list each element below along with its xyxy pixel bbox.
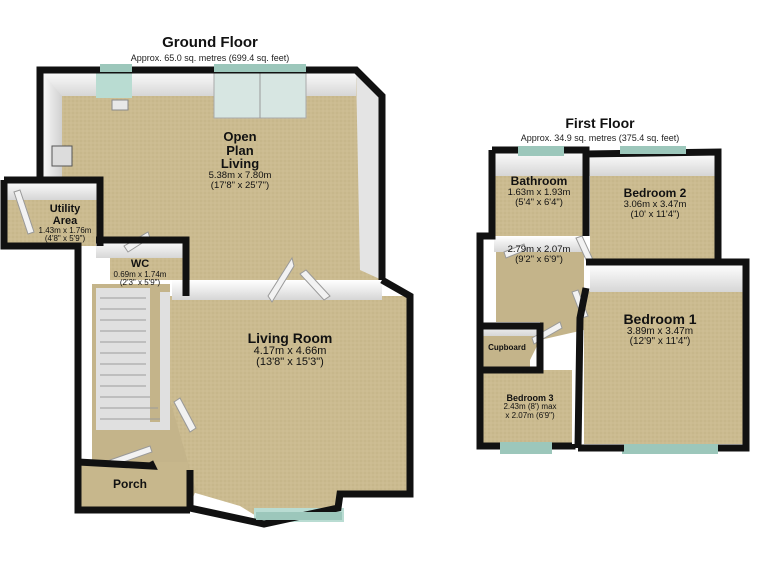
ff-door-4: [503, 243, 527, 259]
room-bedroom2-dim-imperial: (10' x 11'4"): [630, 208, 680, 220]
room-utility-name-2: Area: [52, 214, 78, 227]
room-wc-name: WC: [130, 258, 150, 270]
ground-floor-title: Ground Floor: [162, 34, 258, 51]
door-4: [173, 397, 197, 433]
utility-wall: [4, 176, 104, 246]
ff-cupboard-wall: [480, 322, 544, 374]
room-bedroom1-dim-imperial: (12'9" x 11'4"): [629, 336, 691, 348]
first-floor-plan: [476, 146, 750, 454]
room-porch: Porch: [100, 478, 160, 491]
bedroom3-floor: [478, 370, 572, 444]
ff-mid-wall-face: [590, 264, 744, 292]
bathroom-floor: [494, 174, 584, 236]
outer-wall-north: [36, 66, 386, 280]
porch-floor: [78, 462, 190, 508]
open-plan-floor: [42, 78, 382, 280]
room-cupboard-name: Cupboard: [488, 343, 526, 352]
door-6: [13, 189, 35, 235]
room-living-dim-imperial: (13'8" x 15'3"): [256, 356, 324, 369]
window-bay-s: [256, 512, 342, 520]
room-utility-dim-imperial: (4'8" x 5'9"): [44, 234, 86, 244]
room-utility-name-1: Utility: [49, 203, 81, 215]
hob: [51, 145, 73, 167]
room-bedroom3: Bedroom 3 2.43m (8') max x 2.07m (6'9"): [488, 393, 572, 420]
first-floor-area: Approx. 34.9 sq. metres (375.4 sq. feet): [520, 133, 680, 143]
ground-floor-area: Approx. 65.0 sq. metres (699.4 sq. feet): [130, 53, 290, 63]
room-porch-name: Porch: [112, 477, 147, 491]
room-open-plan-name-3: Living: [220, 156, 260, 172]
room-open-plan-dim-metric: 5.38m x 7.80m: [208, 169, 272, 181]
ff-bed1-west-wall: [574, 287, 590, 449]
bedroom2-floor: [590, 176, 716, 262]
ff-north-wall-face: [494, 150, 586, 176]
outer-wall-east: [186, 276, 414, 528]
room-open-plan-name-2: Plan: [226, 142, 254, 158]
ff-north-wall-face-2: [586, 152, 716, 176]
room-wc-dim-imperial: (2'3" x 5'9"): [119, 277, 161, 287]
room-utility-dim-metric: 1.43m x 1.76m: [38, 226, 92, 236]
bedroom1-floor: [584, 290, 744, 444]
room-living-dim-metric: 4.17m x 4.66m: [253, 344, 327, 357]
room-bathroom-dim-imperial: (5'4" x 6'4"): [515, 196, 563, 208]
wc-wall-face: [96, 240, 186, 258]
room-cupboard: Cupboard: [482, 343, 532, 352]
hall-wall: [77, 458, 158, 470]
door-2: [299, 269, 331, 301]
east-wall-face: [356, 70, 382, 280]
window-ne: [100, 64, 132, 72]
room-wc: WC 0.69m x 1.74m (2'3" x 5'9"): [100, 258, 180, 287]
cupboard-floor: [478, 330, 530, 368]
ground-floor-plan: [0, 64, 414, 528]
outer-wall-west: [0, 180, 190, 514]
room-landing-dim-imperial: (9'2" x 6'9"): [515, 253, 563, 265]
room-landing: 2.79m x 2.07m (9'2" x 6'9"): [496, 245, 582, 265]
room-bedroom3-name: Bedroom 3: [506, 393, 554, 403]
utility-wall-face: [6, 180, 100, 200]
room-bathroom: Bathroom 1.63m x 1.93m (5'4" x 6'4"): [494, 175, 584, 208]
sink: [111, 99, 129, 111]
room-bedroom1: Bedroom 1 3.89m x 3.47m (12'9" x 11'4"): [600, 312, 720, 348]
room-bedroom1-dim-metric: 3.89m x 3.47m: [626, 325, 694, 337]
wc-wall: [96, 236, 190, 296]
room-wc-dim-metric: 0.69m x 1.74m: [113, 269, 167, 279]
room-bedroom3-dim-1: 2.43m (8') max: [503, 402, 557, 412]
staircase: [96, 288, 170, 430]
first-floor-title: First Floor: [565, 115, 635, 131]
room-bedroom3-dim-2: x 2.07m (6'9"): [505, 410, 555, 420]
room-open-plan-name-1: Open: [223, 129, 257, 144]
room-bedroom2-name: Bedroom 2: [623, 186, 687, 200]
north-wall-face: [40, 70, 356, 96]
room-landing-dim-metric: 2.79m x 2.07m: [507, 244, 571, 255]
room-open-plan-dim-imperial: (17'8" x 25'7"): [210, 179, 270, 191]
room-open-plan: Open Plan Living 5.38m x 7.80m (17'8" x …: [170, 130, 310, 191]
room-bedroom1-name: Bedroom 1: [623, 311, 697, 327]
room-utility: Utility Area 1.43m x 1.76m (4'8" x 5'9"): [20, 203, 110, 244]
room-bathroom-dim-metric: 1.63m x 1.93m: [507, 186, 571, 198]
window-door-ne: [214, 64, 306, 72]
room-bedroom2: Bedroom 2 3.06m x 3.47m (10' x 11'4"): [600, 187, 710, 220]
living-floor: [160, 296, 410, 522]
room-bedroom2-dim-metric: 3.06m x 3.47m: [623, 198, 687, 210]
door-1: [267, 256, 295, 303]
room-living: Living Room 4.17m x 4.66m (13'8" x 15'3"…: [215, 331, 365, 369]
room-living-name: Living Room: [247, 330, 333, 346]
room-bathroom-name: Bathroom: [510, 174, 568, 188]
ff-outer-wall: [476, 150, 576, 450]
